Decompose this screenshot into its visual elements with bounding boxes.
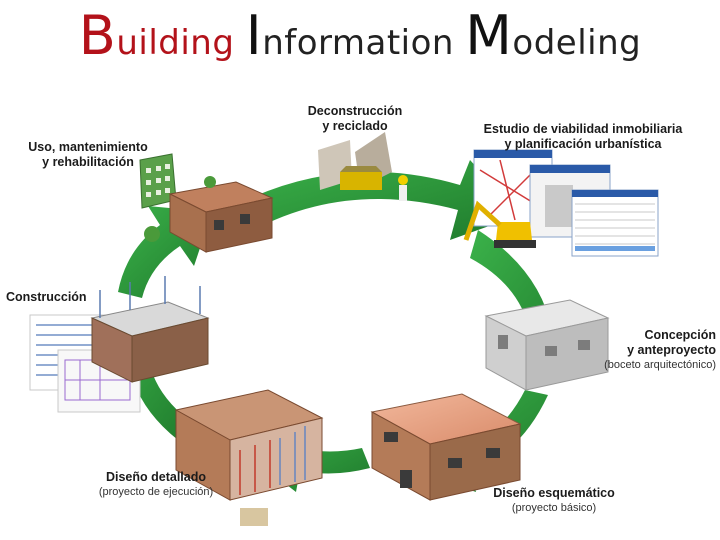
maintenance-illustration [139, 153, 274, 253]
title-word-building: uilding [116, 23, 235, 63]
label-estudio-line2: y planificación urbanística [504, 137, 662, 151]
label-uso-line2: y rehabilitación [42, 155, 134, 169]
title-initial-m: M [465, 4, 513, 67]
title-word-modeling: odeling [512, 23, 642, 63]
concept-building-illustration [484, 299, 610, 391]
label-construccion: Construcción [6, 290, 102, 305]
label-estudio-line1: Estudio de viabilidad inmobiliaria [483, 122, 683, 136]
label-estudio: Estudio de viabilidad inmobiliaria y pla… [466, 122, 700, 152]
label-concepcion: Concepción y anteproyecto (boceto arquit… [600, 328, 716, 373]
deconstruction-illustration [318, 132, 408, 201]
label-concepcion-line1: Concepción [644, 328, 716, 342]
label-deconstruccion: Deconstrucción y reciclado [300, 104, 410, 134]
label-esquematico-sub: (proyecto básico) [511, 502, 597, 514]
detailed-building-illustration [174, 389, 324, 526]
title-initial-i: I [245, 4, 263, 67]
label-concepcion-line2: y anteproyecto [627, 343, 716, 357]
label-construccion-line1: Construcción [6, 290, 87, 304]
title-word-information: nformation [262, 23, 454, 63]
label-concepcion-sub: (boceto arquitectónico) [604, 359, 716, 371]
label-esquematico-line1: Diseño esquemático [493, 486, 615, 500]
label-uso-line1: Uso, mantenimiento [28, 140, 148, 154]
label-deconstruccion-line1: Deconstrucción [307, 104, 403, 118]
label-uso: Uso, mantenimiento y rehabilitación [24, 140, 152, 170]
diagram-title: Building Information Modeling [0, 6, 720, 66]
schematic-building-illustration [370, 393, 522, 501]
label-esquematico: Diseño esquemático (proyecto básico) [482, 486, 626, 516]
label-detallado-line1: Diseño detallado [105, 470, 207, 484]
label-deconstruccion-line2: y reciclado [322, 119, 388, 133]
construction-illustration [29, 276, 210, 413]
title-initial-b: B [78, 4, 117, 67]
label-detallado-sub: (proyecto de ejecución) [98, 486, 214, 498]
feasibility-screens-illustration [463, 149, 659, 257]
label-detallado: Diseño detallado (proyecto de ejecución) [96, 470, 216, 500]
